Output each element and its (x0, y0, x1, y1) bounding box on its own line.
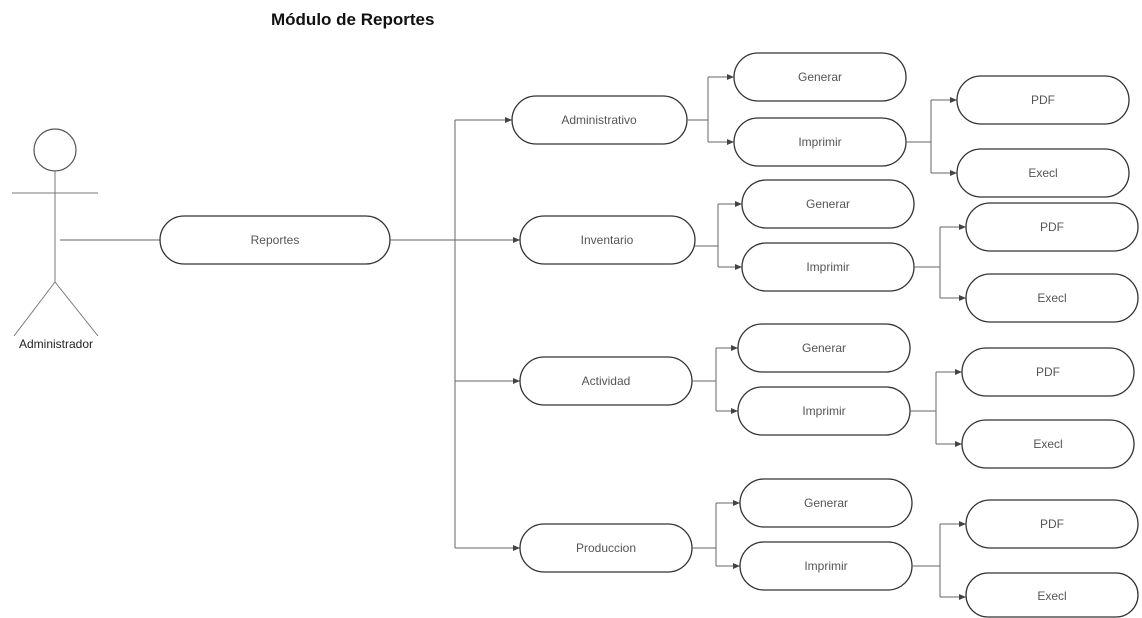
svg-text:Imprimir: Imprimir (802, 404, 845, 418)
svg-text:Generar: Generar (806, 197, 850, 211)
usecase-administrativo-execl: Execl (956, 148, 1130, 198)
svg-text:Execl: Execl (1037, 291, 1066, 305)
svg-text:Generar: Generar (798, 70, 842, 84)
svg-text:Generar: Generar (802, 341, 846, 355)
svg-text:Imprimir: Imprimir (798, 135, 841, 149)
svg-text:Execl: Execl (1028, 166, 1057, 180)
usecase-administrativo-pdf: PDF (956, 75, 1130, 125)
actor-right-leg (54, 281, 99, 337)
usecase-administrativo-generar: Generar (733, 52, 907, 102)
actor-administrador: Administrador (12, 128, 99, 351)
svg-text:Administrativo: Administrativo (561, 113, 637, 127)
usecase-produccion-generar: Generar (739, 478, 913, 528)
usecase-inventario-execl: Execl (965, 273, 1139, 323)
branch-actividad: Actividad Generar Imprimir PDF Execl (519, 323, 1135, 469)
usecase-reportes-label: Reportes (251, 233, 300, 247)
actor-label: Administrador (19, 337, 93, 351)
branch-administrativo: Administrativo Generar Imprimir PDF Exec… (511, 52, 1130, 198)
usecase-actividad-execl: Execl (961, 419, 1135, 469)
usecase-reportes: Reportes (159, 215, 391, 265)
usecase-administrativo-imprimir: Imprimir (733, 117, 907, 167)
usecase-produccion-imprimir: Imprimir (739, 541, 913, 591)
usecase-produccion-pdf: PDF (965, 499, 1139, 549)
usecase-actividad: Actividad (519, 356, 693, 406)
svg-text:PDF: PDF (1031, 93, 1055, 107)
usecase-actividad-generar: Generar (737, 323, 911, 373)
actor-head (33, 128, 77, 172)
actor-left-leg (13, 281, 56, 337)
svg-text:Execl: Execl (1033, 437, 1062, 451)
svg-text:PDF: PDF (1040, 220, 1064, 234)
usecase-inventario-generar: Generar (741, 179, 915, 229)
diagram-title: Módulo de Reportes (271, 10, 435, 29)
svg-text:PDF: PDF (1036, 365, 1060, 379)
svg-text:Inventario: Inventario (581, 233, 634, 247)
branch-produccion: Produccion Generar Imprimir PDF Execl (519, 478, 1139, 618)
root-connectors (390, 117, 520, 551)
usecase-produccion-execl: Execl (965, 572, 1139, 618)
usecase-inventario-imprimir: Imprimir (741, 242, 915, 292)
svg-text:Imprimir: Imprimir (806, 260, 849, 274)
usecase-produccion: Produccion (519, 523, 693, 573)
usecase-actividad-pdf: PDF (961, 347, 1135, 397)
svg-text:Produccion: Produccion (576, 541, 636, 555)
usecase-administrativo: Administrativo (511, 95, 688, 145)
usecase-inventario: Inventario (519, 215, 696, 265)
usecase-actividad-imprimir: Imprimir (737, 386, 911, 436)
branch-inventario: Inventario Generar Imprimir PDF Execl (519, 179, 1139, 323)
usecase-inventario-pdf: PDF (965, 202, 1139, 252)
svg-text:Imprimir: Imprimir (804, 559, 847, 573)
svg-text:Actividad: Actividad (582, 374, 631, 388)
svg-text:PDF: PDF (1040, 517, 1064, 531)
svg-text:Generar: Generar (804, 496, 848, 510)
svg-text:Execl: Execl (1037, 589, 1066, 603)
